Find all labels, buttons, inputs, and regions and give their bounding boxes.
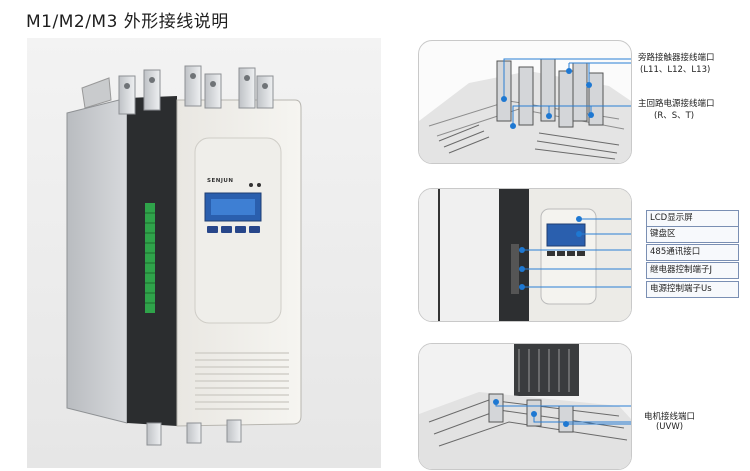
rs485-port-label: 485通讯接口 [646, 244, 739, 261]
main-power-port-label: 主回路电源接线端口 (R、S、T) [638, 97, 715, 121]
motor-terminal-detail [418, 343, 632, 470]
relay-terminal-label: 继电器控制端子J [646, 262, 739, 279]
power-control-terminal-label: 电源控制端子Us [646, 281, 739, 298]
bypass-terminal-detail [418, 40, 632, 164]
control-panel-detail [418, 188, 632, 322]
product-photo: SENJUN [27, 38, 381, 468]
bypass-port-terminals: (L11、L12、L13) [640, 65, 711, 75]
soft-starter-illustration [66, 65, 302, 446]
bypass-port-label: 旁路接触器接线端口 (L11、L12、L13) [638, 51, 715, 75]
brand-label: SENJUN [207, 178, 234, 184]
main-power-port-terminals: (R、S、T) [654, 111, 695, 121]
keypad-area-label: 键盘区 [646, 226, 739, 243]
main-power-port-title: 主回路电源接线端口 [638, 99, 715, 109]
motor-port-terminals: (UVW) [655, 422, 684, 432]
page-title: M1/M2/M3 外形接线说明 [26, 12, 229, 32]
motor-port-title: 电机接线端口 [644, 412, 696, 422]
lcd-display-label: LCD显示屏 [646, 210, 739, 227]
motor-port-label: 电机接线端口 (UVW) [644, 410, 695, 432]
bypass-port-title: 旁路接触器接线端口 [638, 53, 715, 63]
